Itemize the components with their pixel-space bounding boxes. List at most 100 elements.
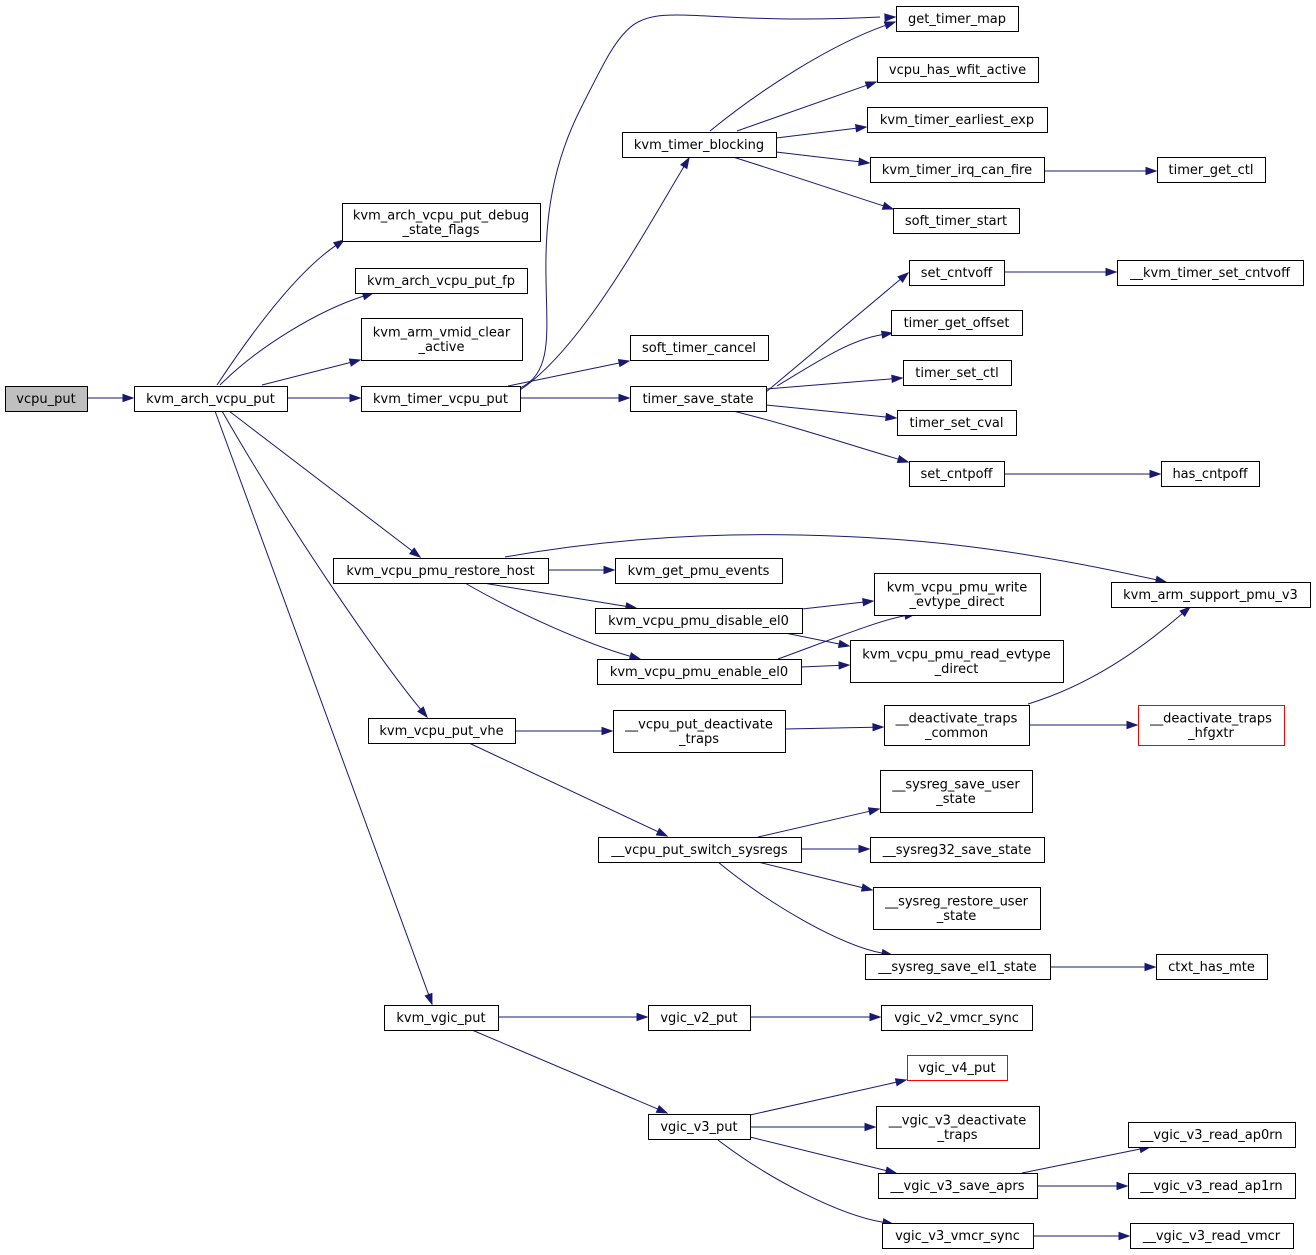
node-get-timer-map[interactable]: get_timer_map: [896, 6, 1019, 32]
edge-vcpu-put-switch-sysregs-to-sysreg32-save-state: [801, 844, 871, 854]
node-vgic-v2-vmcr-sync[interactable]: vgic_v2_vmcr_sync: [881, 1005, 1033, 1031]
node-label: kvm_vcpu_pmu_disable_el0: [608, 614, 789, 629]
node-kvm-arm-support-pmu-v3[interactable]: kvm_arm_support_pmu_v3: [1111, 582, 1311, 608]
node-vgic-v3-read-vmcr[interactable]: __vgic_v3_read_vmcr: [1130, 1223, 1294, 1249]
node-kvm-vcpu-pmu-disable-el0[interactable]: kvm_vcpu_pmu_disable_el0: [595, 608, 803, 634]
node-label: set_cntpoff: [920, 467, 993, 482]
node-label: kvm_arch_vcpu_put_debug: [353, 208, 529, 223]
node-vgic-v4-put[interactable]: vgic_v4_put: [907, 1055, 1008, 1081]
node-label: kvm_timer_blocking: [634, 138, 764, 153]
node-timer-get-ctl[interactable]: timer_get_ctl: [1157, 157, 1266, 183]
node-label: vcpu_has_wfit_active: [889, 63, 1026, 78]
node-set-cntvoff[interactable]: set_cntvoff: [909, 260, 1005, 286]
node-kvm-get-pmu-events[interactable]: kvm_get_pmu_events: [615, 558, 783, 584]
node-ctxt-has-mte[interactable]: ctxt_has_mte: [1156, 954, 1268, 980]
edge-vgic-v3-put-to-vgic-v3-vmcr-sync: [717, 1139, 895, 1227]
node-label: __vgic_v3_read_ap0rn: [1139, 1128, 1282, 1143]
node-kvm-vcpu-pmu-write-evtype-direct[interactable]: kvm_vcpu_pmu_write_evtype_direct: [874, 573, 1041, 616]
node-kvm-arch-vcpu-put[interactable]: kvm_arch_vcpu_put: [134, 386, 288, 412]
node-label: _state_flags: [401, 223, 479, 238]
node-kvm-timer-blocking[interactable]: kvm_timer_blocking: [622, 132, 777, 158]
node-label: __vgic_v3_read_ap1rn: [1139, 1179, 1282, 1194]
node-vgic-v2-put[interactable]: vgic_v2_put: [648, 1005, 751, 1031]
edge-kvm-timer-blocking-to-kvm-timer-irq-can-fire: [775, 151, 871, 166]
node-sysreg-restore-user-state[interactable]: __sysreg_restore_user_state: [873, 887, 1041, 930]
node-vgic-v3-vmcr-sync[interactable]: vgic_v3_vmcr_sync: [882, 1223, 1034, 1249]
node-label: timer_get_offset: [904, 316, 1010, 331]
edge-vcpu-put-deactivate-traps-to-deactivate-traps-common: [784, 723, 885, 732]
node-label: __sysreg32_save_state: [882, 843, 1031, 858]
node-kvm-arch-vcpu-put-fp[interactable]: kvm_arch_vcpu_put_fp: [355, 268, 528, 294]
edge-kvm-vcpu-pmu-restore-host-to-kvm-arm-support-pmu-v3: [504, 534, 1168, 584]
node-label: __deactivate_traps: [1149, 711, 1272, 726]
node-label: vgic_v2_put: [660, 1011, 737, 1026]
node-kvm-vgic-put[interactable]: kvm_vgic_put: [384, 1005, 499, 1031]
node-timer-set-cval[interactable]: timer_set_cval: [897, 410, 1017, 436]
node-kvm-vcpu-pmu-read-evtype-direct[interactable]: kvm_vcpu_pmu_read_evtype_direct: [850, 640, 1064, 683]
edge-timer-save-state-to-set-cntvoff: [765, 272, 910, 393]
edge-vgic-v3-put-to-vgic-v3-save-aprs: [749, 1136, 898, 1175]
node-timer-save-state[interactable]: timer_save_state: [630, 386, 767, 412]
node-has-cntpoff[interactable]: has_cntpoff: [1161, 461, 1260, 487]
node-label: __vgic_v3_save_aprs: [890, 1179, 1025, 1194]
node-sysreg32-save-state[interactable]: __sysreg32_save_state: [870, 837, 1045, 863]
node-label: kvm_arch_vcpu_put_fp: [367, 274, 515, 289]
edge-kvm-vgic-put-to-vgic-v2-put: [498, 1012, 649, 1022]
node-label: _state: [935, 792, 975, 807]
node-label: vgic_v3_vmcr_sync: [895, 1229, 1020, 1244]
node-deactivate-traps-common[interactable]: __deactivate_traps_common: [884, 705, 1030, 746]
edge-kvm-arch-vcpu-put-to-kvm-arm-vmid-clear-active: [261, 358, 362, 386]
node-label: vgic_v4_put: [918, 1061, 995, 1076]
edge-timer-save-state-to-timer-get-offset: [776, 330, 894, 387]
node-kvm-vcpu-put-vhe[interactable]: kvm_vcpu_put_vhe: [368, 718, 516, 744]
node-vgic-v3-deactivate-traps[interactable]: __vgic_v3_deactivate_traps: [876, 1106, 1040, 1149]
node-kvm-timer-vcpu-put[interactable]: kvm_timer_vcpu_put: [361, 386, 521, 412]
node-vgic-v3-read-ap0rn[interactable]: __vgic_v3_read_ap0rn: [1128, 1122, 1296, 1148]
node-timer-get-offset[interactable]: timer_get_offset: [891, 310, 1023, 336]
edge-kvm-vcpu-pmu-restore-host-to-kvm-get-pmu-events: [548, 565, 616, 575]
edge-kvm-arch-vcpu-put-to-kvm-vcpu-put-vhe: [221, 410, 428, 719]
node-label: kvm_vcpu_pmu_read_evtype: [862, 647, 1050, 662]
node-deactivate-traps-hfgxtr[interactable]: __deactivate_traps_hfgxtr: [1138, 705, 1285, 746]
node-vgic-v3-save-aprs[interactable]: __vgic_v3_save_aprs: [878, 1173, 1038, 1199]
edge-vcpu-put-switch-sysregs-to-sysreg-restore-user-state: [757, 861, 874, 892]
node-label: __vgic_v3_deactivate: [888, 1113, 1027, 1128]
node-label: __vgic_v3_read_vmcr: [1142, 1229, 1281, 1244]
node-label: soft_timer_cancel: [642, 341, 756, 356]
node-label: _hfgxtr: [1187, 726, 1234, 741]
node-kvm-vcpu-pmu-enable-el0[interactable]: kvm_vcpu_pmu_enable_el0: [597, 659, 802, 685]
node-label: _active: [417, 340, 464, 355]
edge-kvm-vcpu-pmu-enable-el0-to-kvm-vcpu-pmu-read-evtype-direct: [800, 661, 851, 670]
edge-vgic-v3-put-to-vgic-v4-put: [749, 1078, 908, 1116]
edge-vcpu-put-switch-sysregs-to-sysreg-save-user-state: [757, 807, 881, 838]
node-kvm-arm-vmid-clear-active[interactable]: kvm_arm_vmid_clear_active: [361, 318, 523, 361]
node-sysreg-save-user-state[interactable]: __sysreg_save_user_state: [880, 770, 1033, 813]
node-timer-set-ctl[interactable]: timer_set_ctl: [903, 360, 1012, 386]
node-vgic-v3-read-ap1rn[interactable]: __vgic_v3_read_ap1rn: [1128, 1173, 1296, 1199]
node-set-cntpoff[interactable]: set_cntpoff: [909, 461, 1005, 487]
node-vcpu-put-switch-sysregs[interactable]: __vcpu_put_switch_sysregs: [598, 837, 802, 863]
node-vcpu-has-wfit-active[interactable]: vcpu_has_wfit_active: [877, 57, 1039, 83]
node-kvm-timer-earliest-exp[interactable]: kvm_timer_earliest_exp: [867, 107, 1048, 133]
node-kvm-timer-set-cntvoff[interactable]: __kvm_timer_set_cntvoff: [1117, 260, 1304, 286]
node-label: get_timer_map: [908, 12, 1006, 27]
node-label: __deactivate_traps: [895, 711, 1018, 726]
node-soft-timer-start[interactable]: soft_timer_start: [893, 208, 1020, 234]
node-label: __vcpu_put_deactivate: [624, 717, 773, 732]
node-label: vcpu_put: [16, 392, 75, 407]
edge-sysreg-save-el1-state-to-ctxt-has-mte: [1050, 962, 1157, 972]
edge-kvm-timer-vcpu-put-to-kvm-timer-blocking: [519, 156, 690, 391]
edge-kvm-vgic-put-to-vgic-v3-put: [471, 1029, 669, 1114]
node-vgic-v3-put[interactable]: vgic_v3_put: [648, 1114, 751, 1140]
node-soft-timer-cancel[interactable]: soft_timer_cancel: [630, 335, 769, 361]
node-kvm-vcpu-pmu-restore-host[interactable]: kvm_vcpu_pmu_restore_host: [333, 558, 549, 584]
node-label: kvm_vgic_put: [396, 1011, 485, 1026]
node-label: _traps: [937, 1128, 978, 1143]
edge-kvm-vcpu-pmu-disable-el0-to-kvm-vcpu-pmu-read-evtype-direct: [784, 632, 851, 648]
node-vcpu-put-deactivate-traps[interactable]: __vcpu_put_deactivate_traps: [613, 710, 786, 753]
node-kvm-arch-vcpu-put-debug-state-flags[interactable]: kvm_arch_vcpu_put_debug_state_flags: [342, 203, 541, 242]
node-sysreg-save-el1-state[interactable]: __sysreg_save_el1_state: [865, 954, 1051, 980]
edge-timer-save-state-to-set-cntpoff: [732, 410, 910, 464]
node-kvm-timer-irq-can-fire[interactable]: kvm_timer_irq_can_fire: [870, 157, 1045, 183]
edge-vgic-v3-save-aprs-to-vgic-v3-read-ap0rn: [1021, 1145, 1152, 1174]
